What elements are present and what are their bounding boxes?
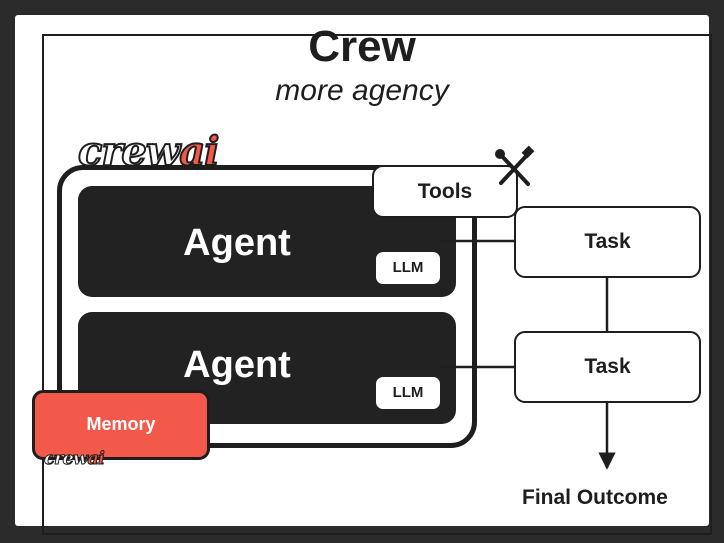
task-box-1: Task [514,206,701,278]
memory-box: Memory [32,390,210,460]
logo-small-accent-text: ai [87,448,105,470]
logo-small-main-text: crew [43,448,88,470]
agent-box-1: Agent LLM [78,186,456,297]
agent-label-1: Agent [183,222,291,264]
agent-box-2: Agent LLM [78,312,456,424]
crewai-logo: crewai [77,127,220,176]
diagram-border [42,34,712,535]
final-outcome-label: Final Outcome [522,486,668,509]
diagram-title: Crew [308,22,416,71]
llm-badge-1: LLM [376,252,440,284]
llm-badge-2: LLM [376,377,440,409]
tools-box: Tools [372,165,518,218]
logo-main-text: crew [77,127,181,176]
agent-label-2: Agent [183,344,291,386]
task-box-2: Task [514,331,701,403]
logo-accent-text: ai [178,127,220,176]
diagram-subtitle: more agency [275,74,449,107]
crew-container [57,165,477,448]
crewai-logo-small: crewai [43,448,105,470]
